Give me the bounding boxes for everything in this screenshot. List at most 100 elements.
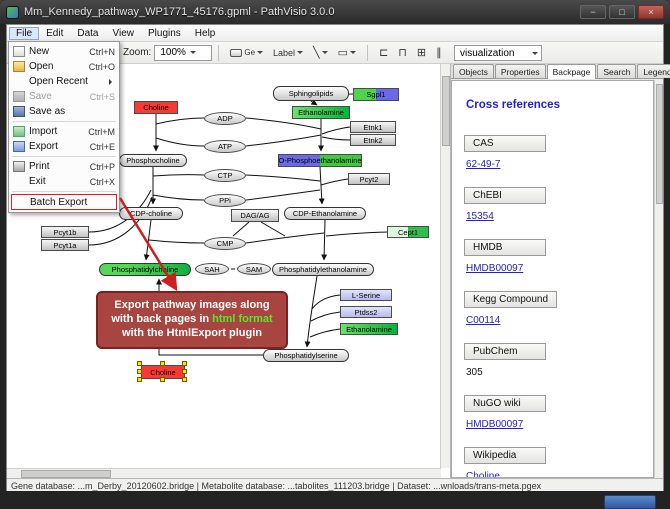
selection-handle[interactable] [137,377,142,382]
pathway-node[interactable]: ATP [204,140,246,153]
menu-item-label: Exit [29,176,46,187]
datanode-tool-combo[interactable]: Ge [225,44,268,61]
label-tool-combo[interactable]: Label [268,44,308,61]
close-button[interactable]: × [638,5,664,19]
shape-tool-button[interactable]: ▭ [333,44,361,61]
sidebar: Objects Properties Backpage Search Legen… [451,64,670,478]
submenu-arrow-icon [109,78,115,85]
zoom-combobox[interactable]: 100% [154,44,213,61]
pathway-node[interactable]: Etnk2 [350,134,396,146]
crossref-link-cas[interactable]: 62-49-7 [466,159,501,170]
crossref-link-hmdb[interactable]: HMDB00097 [466,263,524,274]
menu-help[interactable]: Help [194,27,216,39]
tab-properties[interactable]: Properties [494,64,546,78]
align-center-button[interactable]: ⊞ [412,44,431,61]
pathway-node[interactable]: Sphingolipids [273,86,349,101]
pathway-node[interactable]: Phosphatidylcholine [99,263,191,276]
pathway-node[interactable]: Ethanolamine [292,106,350,119]
menu-separator [12,191,116,192]
tab-objects[interactable]: Objects [453,64,494,78]
selection-handle[interactable] [160,377,165,382]
align-top-button[interactable]: ⊓ [393,44,412,61]
file-menu-item-open[interactable]: Open Ctrl+O [9,59,119,74]
pathway-node[interactable]: Phosphocholine [119,154,187,167]
selection-handle[interactable] [182,361,187,366]
file-menu-item-save[interactable]: Save Ctrl+S [9,89,119,104]
line-tool-button[interactable]: ╲ [308,44,333,61]
pathway-node[interactable]: Ethanolamine [340,323,398,335]
menu-file[interactable]: File [9,26,40,40]
minimize-button[interactable]: − [580,5,606,19]
pathway-node[interactable]: Pcyt2 [348,173,390,185]
menu-edit[interactable]: Edit [46,27,64,39]
tab-search[interactable]: Search [597,64,637,78]
pathway-node[interactable]: PPi [204,194,246,207]
pathway-node[interactable]: Cept1 [387,226,429,238]
pathway-node[interactable]: Pcyt1a [41,239,89,251]
section-header-hmdb: HMDB [464,239,546,256]
pathway-node[interactable]: Choline [134,101,178,114]
menu-item-label: Save as [29,106,66,117]
distribute-button[interactable]: ∥ [431,44,447,61]
selection-handle[interactable] [182,377,187,382]
pathway-node[interactable]: Pcyt1b [41,226,89,238]
menu-plugins[interactable]: Plugins [147,27,181,39]
canvas-vertical-scrollbar[interactable] [440,64,450,468]
pathway-node[interactable]: DAG/AG [231,209,279,222]
statusbar-text: Gene database: ...m_Derby_20120602.bridg… [11,480,542,491]
distribute-icon: ∥ [436,47,442,59]
pathway-node[interactable]: ADP [204,112,246,125]
import-icon [13,126,25,137]
menu-data[interactable]: Data [77,27,99,39]
tab-backpage[interactable]: Backpage [546,64,597,79]
file-menu-item-import[interactable]: Import Ctrl+M [9,124,119,139]
app-icon [6,5,19,19]
canvas-horizontal-scrollbar[interactable] [7,468,441,478]
menu-item-label: Export [29,141,58,152]
menu-item-label: Open Recent [29,76,88,87]
printer-icon [13,161,25,172]
selection-handle[interactable] [137,369,142,374]
pathway-node[interactable]: O-Phosphoethanolamine [278,154,362,167]
pathway-node[interactable]: Ptdss2 [340,306,392,318]
scrollbar-thumb[interactable] [656,84,663,204]
maximize-button[interactable]: □ [609,5,635,19]
tab-legend[interactable]: Legend [637,64,670,78]
crossref-link-nugo[interactable]: HMDB00097 [466,419,524,430]
selection-handle[interactable] [182,369,187,374]
file-menu-item-export[interactable]: Export Ctrl+E [9,139,119,154]
pathway-node[interactable]: CMP [204,237,246,250]
pathway-node[interactable]: CTP [204,169,246,182]
open-folder-icon [13,61,25,72]
selection-handle[interactable] [137,361,142,366]
file-menu-item-print[interactable]: Print Ctrl+P [9,159,119,174]
file-menu-item-exit[interactable]: Exit Ctrl+X [9,174,119,189]
pathway-canvas[interactable]: Sphingolipids Sgpl1 Choline Ethanolamine… [7,64,451,478]
file-menu-item-save-as[interactable]: Save as [9,104,119,119]
pathway-node[interactable]: SAM [237,263,271,275]
crossref-link-chebi[interactable]: 15354 [466,211,494,222]
selection-handle[interactable] [160,361,165,366]
pathway-node[interactable]: L-Serine [340,289,392,301]
menu-item-shortcut: Ctrl+O [88,61,115,72]
sidebar-scrollbar[interactable] [654,80,663,478]
pathway-node[interactable]: CDP-Ethanolamine [284,207,366,220]
file-menu-item-new[interactable]: New Ctrl+N [9,44,119,59]
align-left-button[interactable]: ⊏ [374,44,393,61]
pathway-node[interactable]: Etnk1 [350,121,396,133]
file-menu-dropdown: New Ctrl+N Open Ctrl+O Open Recent Save … [8,41,120,213]
pathway-node[interactable]: SAH [195,263,229,275]
pathway-node[interactable]: CDP-choline [119,207,183,220]
menu-view[interactable]: View [112,27,134,39]
file-menu-item-batch-export[interactable]: Batch Export [11,194,117,210]
crossref-link-kegg[interactable]: C00114 [466,315,501,326]
menu-item-shortcut: Ctrl+M [88,126,115,137]
scrollbar-thumb[interactable] [21,470,111,478]
file-menu-item-open-recent[interactable]: Open Recent [9,74,119,89]
pathway-node[interactable]: Phosphatidylserine [263,349,349,362]
pathway-node[interactable]: Phosphatidylethanolamine [272,263,374,276]
pathway-node[interactable]: Sgpl1 [353,88,399,101]
visualization-combobox[interactable]: visualization [454,45,542,61]
crossref-link-wikipedia[interactable]: Choline [466,471,500,478]
scrollbar-thumb[interactable] [442,76,450,146]
